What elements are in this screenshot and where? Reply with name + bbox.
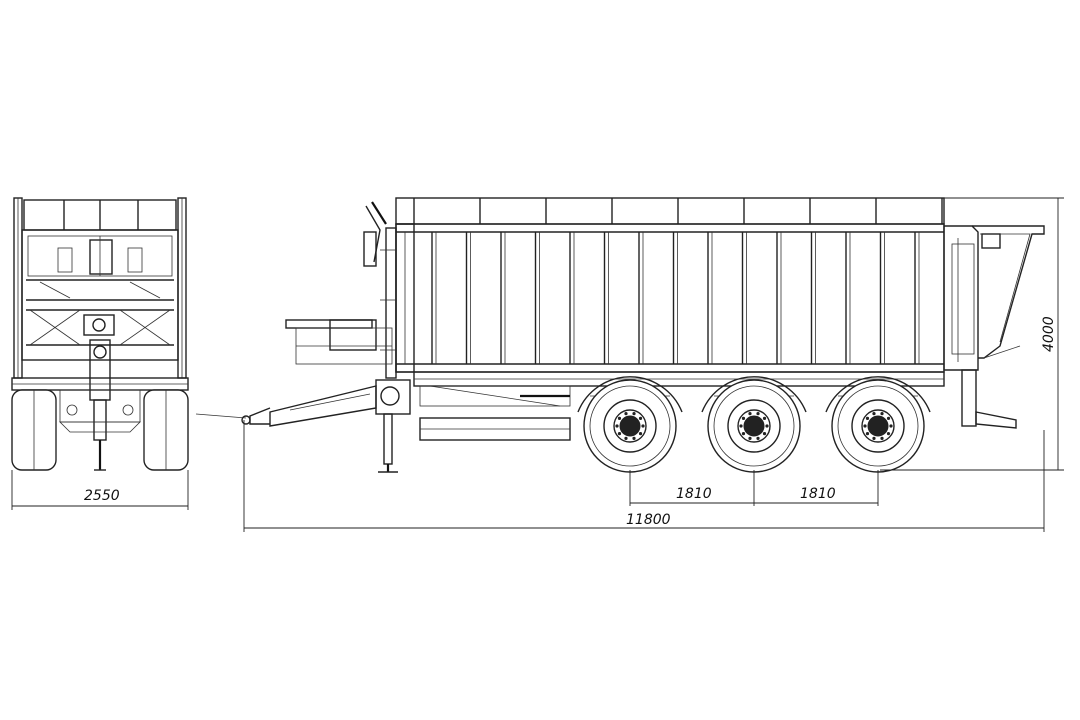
axle-wheels [583,379,925,473]
wheel-3 [831,379,925,473]
width-dimension-label: 2550 [84,488,120,504]
length-dimension-label: 11800 [626,512,671,528]
front-view [11,197,189,471]
axle-spacing-dimension: 1810 1810 [629,470,879,506]
axle-spacing-1-label: 1810 [676,486,712,502]
height-dimension: 4000 [880,197,1064,471]
wheel-1 [583,379,677,473]
width-dimension: 2550 [11,470,189,510]
axle-spacing-2-label: 1810 [800,486,836,502]
height-dimension-label: 4000 [1041,316,1057,352]
wheel-2 [707,379,801,473]
length-dimension: 11800 [243,420,1045,532]
